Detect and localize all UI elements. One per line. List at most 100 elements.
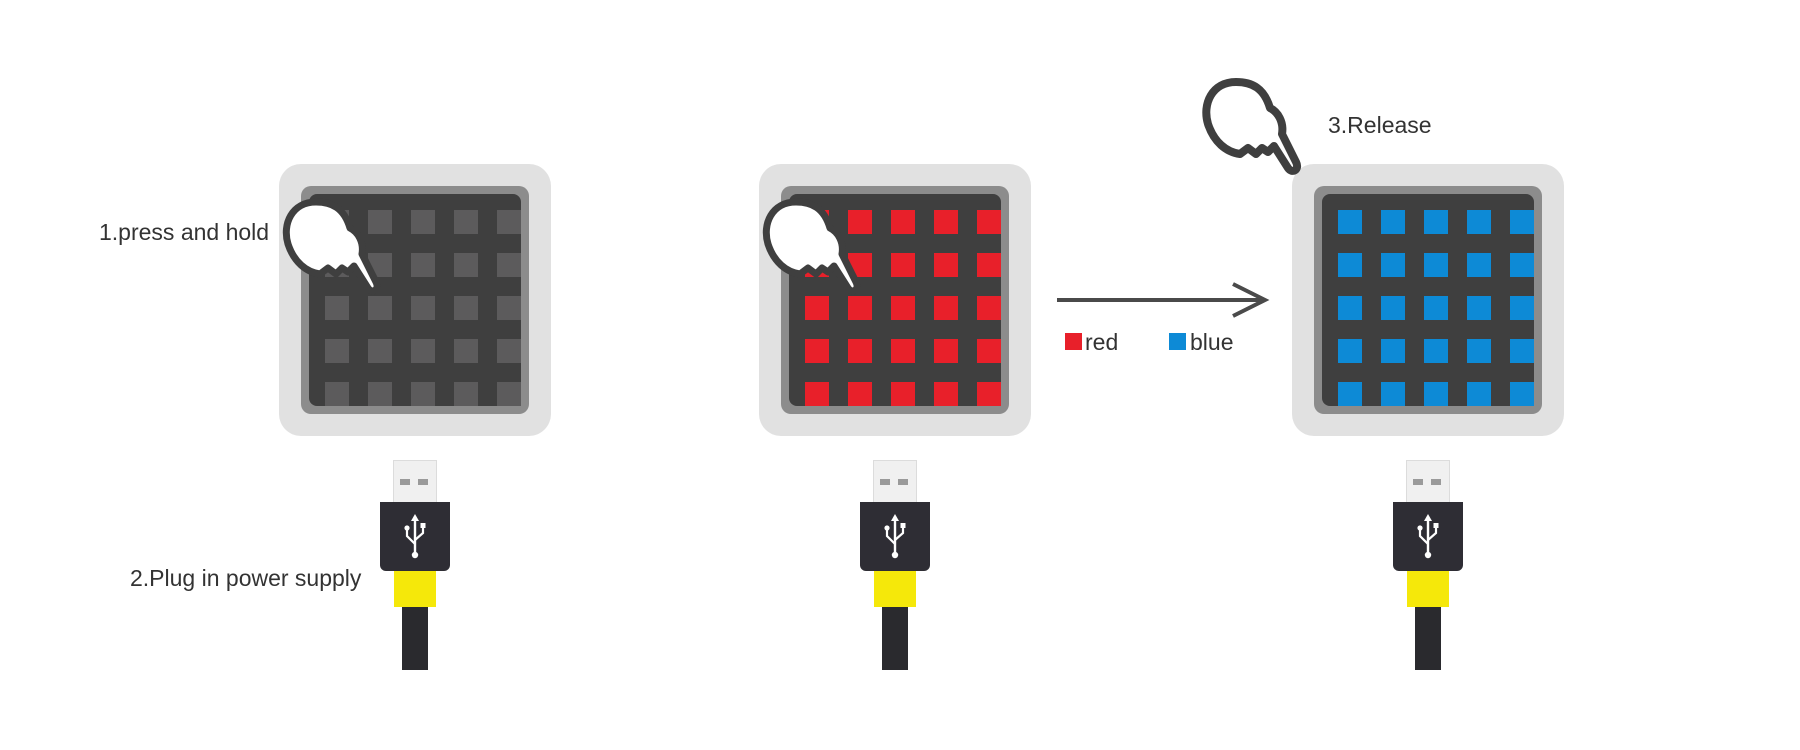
led-cell xyxy=(368,339,392,363)
led-cell xyxy=(891,253,915,277)
step-1-label: 1.press and hold xyxy=(99,219,270,245)
led-cell xyxy=(325,296,349,320)
led-cell xyxy=(497,253,521,277)
usb-icon xyxy=(884,514,906,559)
legend-label-blue: blue xyxy=(1190,329,1234,355)
led-cell xyxy=(325,339,349,363)
usb-plug-body xyxy=(1393,502,1463,571)
led-cell xyxy=(411,339,435,363)
legend-swatch-blue xyxy=(1169,333,1186,350)
led-cell xyxy=(411,253,435,277)
led-cell xyxy=(977,253,1001,277)
led-cell xyxy=(497,339,521,363)
led-cell xyxy=(497,210,521,234)
led-cell xyxy=(848,382,872,406)
led-cell xyxy=(411,382,435,406)
usb-cable-cord xyxy=(1415,607,1441,670)
usb-cable-3 xyxy=(1393,460,1463,670)
led-cell xyxy=(1510,210,1534,234)
usb-icon xyxy=(404,514,426,559)
step-2-label: 2.Plug in power supply xyxy=(130,565,362,591)
led-cell xyxy=(848,296,872,320)
led-cell xyxy=(805,382,829,406)
led-cell xyxy=(1381,210,1405,234)
led-cell xyxy=(1338,339,1362,363)
usb-contact xyxy=(418,479,428,485)
usb-icon xyxy=(1417,514,1439,559)
led-cell xyxy=(411,210,435,234)
usb-contact xyxy=(1413,479,1423,485)
led-cell xyxy=(1424,210,1448,234)
usb-contact xyxy=(400,479,410,485)
led-cell xyxy=(454,210,478,234)
led-cell xyxy=(325,382,349,406)
led-cell xyxy=(1467,382,1491,406)
led-cell xyxy=(411,296,435,320)
led-cell xyxy=(1510,382,1534,406)
usb-collar xyxy=(394,571,436,607)
led-cell xyxy=(1338,253,1362,277)
step-3-label: 3.Release xyxy=(1328,112,1432,138)
led-cell xyxy=(977,210,1001,234)
led-cell xyxy=(1467,339,1491,363)
led-cell xyxy=(934,382,958,406)
legend-label-red: red xyxy=(1085,329,1119,355)
led-cell xyxy=(805,339,829,363)
led-cell xyxy=(1424,339,1448,363)
led-cell xyxy=(1381,296,1405,320)
led-cell xyxy=(891,382,915,406)
led-cell xyxy=(934,253,958,277)
led-cell xyxy=(1381,339,1405,363)
led-cell xyxy=(1467,296,1491,320)
legend-swatch-red xyxy=(1065,333,1082,350)
led-cell xyxy=(454,339,478,363)
led-matrix-red xyxy=(789,194,1001,406)
led-cell xyxy=(454,253,478,277)
usb-plug-body xyxy=(380,502,450,571)
led-cell xyxy=(368,210,392,234)
arrow-right-icon xyxy=(1057,282,1270,318)
led-cell xyxy=(1338,210,1362,234)
usb-contact xyxy=(880,479,890,485)
usb-cable-2 xyxy=(860,460,930,670)
led-cell xyxy=(454,382,478,406)
pointing-hand-icon xyxy=(762,198,861,295)
led-cell xyxy=(368,382,392,406)
usb-plug-body xyxy=(860,502,930,571)
led-cell xyxy=(934,296,958,320)
led-cell xyxy=(1510,339,1534,363)
led-cell xyxy=(1338,296,1362,320)
led-cell xyxy=(1338,382,1362,406)
usb-cable-cord xyxy=(882,607,908,670)
led-cell xyxy=(1424,253,1448,277)
led-cell xyxy=(1424,296,1448,320)
pointing-hand-icon xyxy=(282,198,381,295)
led-cell xyxy=(1381,253,1405,277)
usb-connector xyxy=(873,460,917,502)
usb-cable-cord xyxy=(402,607,428,670)
usb-collar xyxy=(874,571,916,607)
led-matrix-blue xyxy=(1322,194,1534,406)
usb-contact xyxy=(898,479,908,485)
led-cell xyxy=(454,296,478,320)
led-cell xyxy=(977,339,1001,363)
led-cell xyxy=(891,210,915,234)
led-cell xyxy=(977,296,1001,320)
led-cell xyxy=(1467,210,1491,234)
led-cell xyxy=(805,296,829,320)
led-cell xyxy=(891,296,915,320)
led-cell xyxy=(934,339,958,363)
led-cell xyxy=(1424,382,1448,406)
led-cell xyxy=(1467,253,1491,277)
led-cell xyxy=(934,210,958,234)
led-cell xyxy=(848,210,872,234)
led-cell xyxy=(497,296,521,320)
led-cell xyxy=(848,339,872,363)
usb-collar xyxy=(1407,571,1449,607)
led-matrix-device-blue xyxy=(1292,164,1564,436)
led-cell xyxy=(368,296,392,320)
led-cell xyxy=(497,382,521,406)
usb-contact xyxy=(1431,479,1441,485)
usb-cable-1 xyxy=(380,460,450,670)
